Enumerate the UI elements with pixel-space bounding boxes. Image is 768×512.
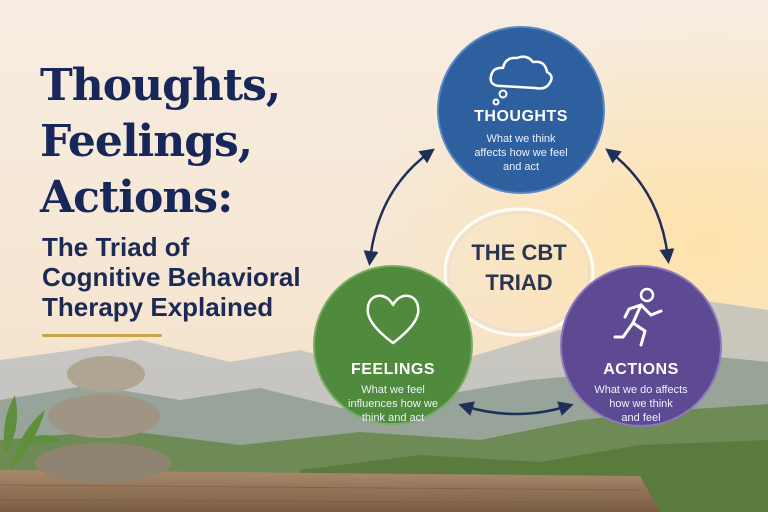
center-line: TRIAD <box>485 270 553 295</box>
node-name: FEELINGS <box>350 361 435 378</box>
title-underline <box>42 334 162 337</box>
desc-line: What we feel <box>361 384 425 396</box>
stacked-stones <box>35 356 171 483</box>
title-line: Thoughts, <box>40 60 281 111</box>
main-title: Thoughts, Feelings, Actions: <box>40 58 340 226</box>
desc-line: What we do affects <box>594 384 688 396</box>
thoughts-node: THOUGHTS What we think affects how we fe… <box>437 26 605 194</box>
feelings-node: FEELINGS What we feel influences how we … <box>313 265 473 425</box>
desc-line: and feel <box>621 412 661 424</box>
center-ring <box>443 207 595 337</box>
desc-line: how we think <box>609 398 673 410</box>
node-name: THOUGHTS <box>474 108 568 125</box>
subtitle-line: Cognitive Behavioral <box>42 262 301 292</box>
desc-line: think and act <box>361 412 425 424</box>
subtitle: The Triad of Cognitive Behavioral Therap… <box>42 232 342 322</box>
thought-cloud-icon <box>489 55 553 106</box>
desc-line: affects how we feel <box>474 147 568 159</box>
arrow-thoughts-actions <box>605 148 675 264</box>
actions-node: ACTIONS What we do affects how we think … <box>560 265 722 427</box>
heart-icon <box>366 294 420 345</box>
subtitle-line: The Triad of <box>42 232 190 262</box>
desc-line: What we think <box>486 133 556 145</box>
desc-line: and act <box>502 161 540 173</box>
plant-leaves <box>3 395 60 470</box>
desc-line: influences how we <box>348 398 438 410</box>
subtitle-line: Therapy Explained <box>42 292 274 322</box>
arrow-thoughts-feelings <box>363 148 435 266</box>
title-line: Actions: <box>40 172 233 223</box>
node-description: What we think affects how we feel and ac… <box>439 132 603 174</box>
arrow-feelings-actions <box>458 401 574 416</box>
center-label: THE CBT TRIAD <box>442 206 596 338</box>
node-name: ACTIONS <box>603 361 679 378</box>
running-person-icon <box>613 287 663 347</box>
node-description: What we do affects how we think and feel <box>562 383 720 425</box>
center-line: THE CBT <box>471 240 567 265</box>
node-description: What we feel influences how we think and… <box>315 383 471 425</box>
title-line: Feelings, <box>40 116 253 167</box>
